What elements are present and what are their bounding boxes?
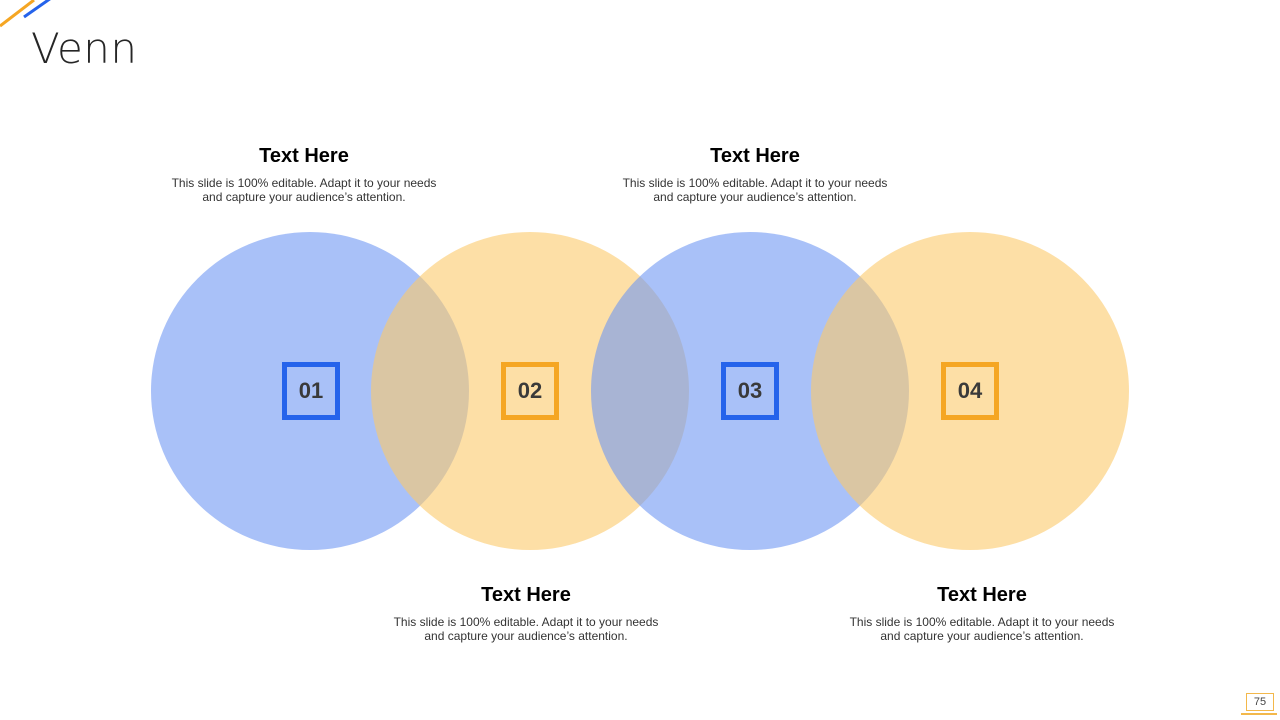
page-number-underline xyxy=(1241,713,1277,715)
number-box-04: 04 xyxy=(941,362,999,420)
number-box-01: 01 xyxy=(282,362,340,420)
number-label-02: 02 xyxy=(517,378,543,403)
text-block-heading: Text Here xyxy=(710,145,800,167)
number-label-03: 03 xyxy=(737,378,763,403)
number-label-04: 04 xyxy=(957,378,983,403)
text-block-heading: Text Here xyxy=(481,584,571,606)
venn-circle-3 xyxy=(591,232,909,550)
text-block-body: This slide is 100% editable. Adapt it to… xyxy=(622,176,888,204)
slide-title: Venn xyxy=(31,24,138,73)
number-box-02: 02 xyxy=(501,362,559,420)
number-label-01: 01 xyxy=(298,378,324,403)
text-block-3: Text Here This slide is 100% editable. A… xyxy=(376,583,676,643)
number-box-03: 03 xyxy=(721,362,779,420)
text-block-1: Text Here This slide is 100% editable. A… xyxy=(154,144,454,204)
text-block-body: This slide is 100% editable. Adapt it to… xyxy=(393,615,659,643)
corner-accent-stripes xyxy=(0,0,51,28)
text-block-heading: Text Here xyxy=(937,584,1027,606)
venn-circle-1 xyxy=(151,232,469,550)
page-number: 75 xyxy=(1246,693,1274,711)
text-block-body: This slide is 100% editable. Adapt it to… xyxy=(171,176,437,204)
text-block-2: Text Here This slide is 100% editable. A… xyxy=(605,144,905,204)
text-block-4: Text Here This slide is 100% editable. A… xyxy=(832,583,1132,643)
venn-circle-2 xyxy=(371,232,689,550)
text-block-body: This slide is 100% editable. Adapt it to… xyxy=(849,615,1115,643)
text-block-heading: Text Here xyxy=(259,145,349,167)
venn-circle-4 xyxy=(811,232,1129,550)
